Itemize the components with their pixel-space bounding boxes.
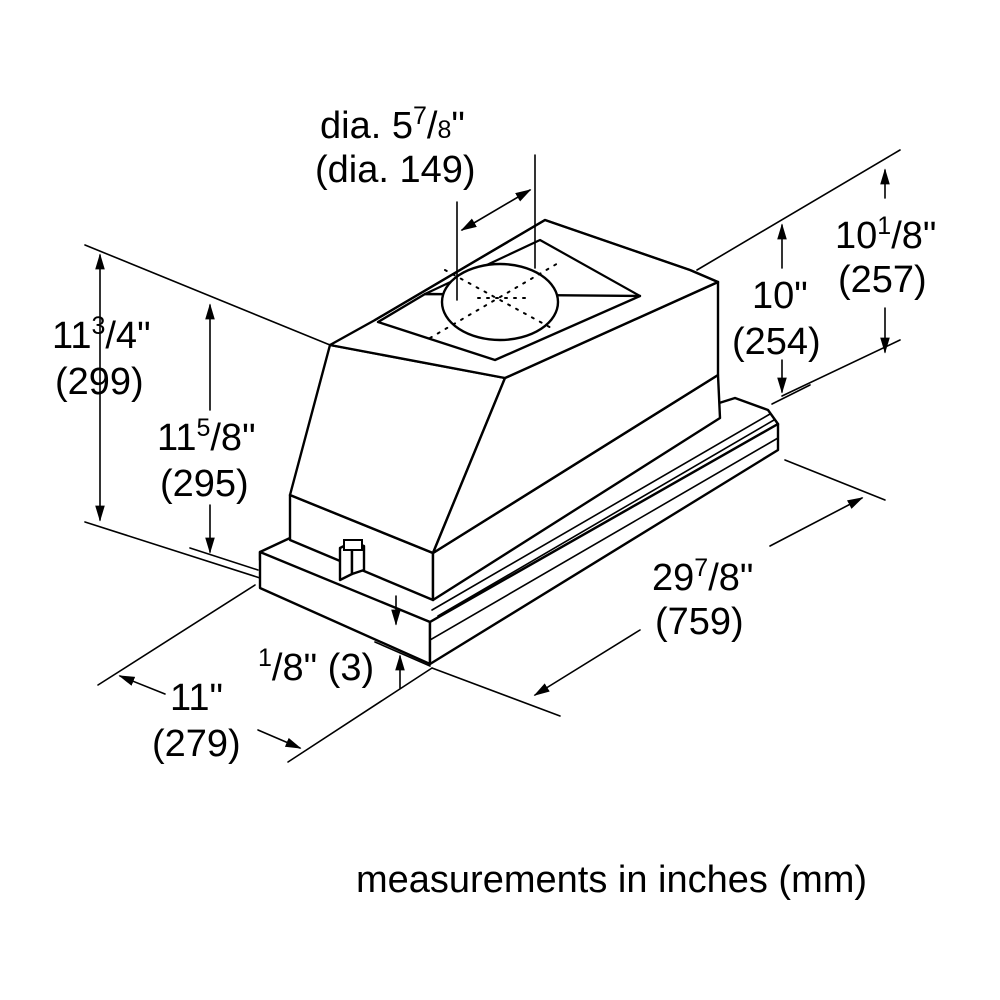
- duct-centerline-x: [444, 269, 556, 331]
- duct-diameter-metric: (dia. 149): [315, 149, 476, 191]
- top-rear-edge: [373, 218, 720, 322]
- range-hood-insert: [258, 218, 780, 666]
- duct-centerline-h: [429, 261, 561, 339]
- lip-label: 1/8" (3): [258, 644, 374, 689]
- duct-collar: [440, 262, 560, 342]
- top-height-inner-label: 10": [752, 275, 808, 317]
- caption: measurements in inches (mm): [356, 859, 867, 901]
- body-height-label: 115/8": [157, 414, 256, 459]
- dimension-arrows: [95, 168, 890, 749]
- duct-diameter-arrow: [460, 189, 532, 231]
- depth-arrow: [118, 675, 166, 695]
- base-plate-groove: [429, 437, 779, 641]
- top-height-inner-metric: (254): [732, 321, 821, 363]
- depth-metric: (279): [152, 723, 241, 765]
- top-height-outer-metric: (257): [838, 259, 927, 301]
- body-height-metric: (295): [160, 463, 249, 505]
- total-height-label: 113/4": [52, 312, 151, 357]
- base-plate-side: [428, 422, 780, 666]
- width-metric: (759): [655, 601, 744, 643]
- width-arrow: [769, 497, 864, 547]
- top-height-outer-label: 101/8": [835, 212, 936, 257]
- duct-diameter-label: dia. 57/8": [320, 102, 465, 147]
- switch-icon: [338, 539, 366, 582]
- base-plate-groove-2: [431, 413, 771, 611]
- depth-label: 11": [170, 677, 223, 719]
- total-height-metric: (299): [55, 361, 144, 403]
- base-plate-groove-3: [437, 419, 775, 617]
- width-label: 297/8": [652, 554, 753, 599]
